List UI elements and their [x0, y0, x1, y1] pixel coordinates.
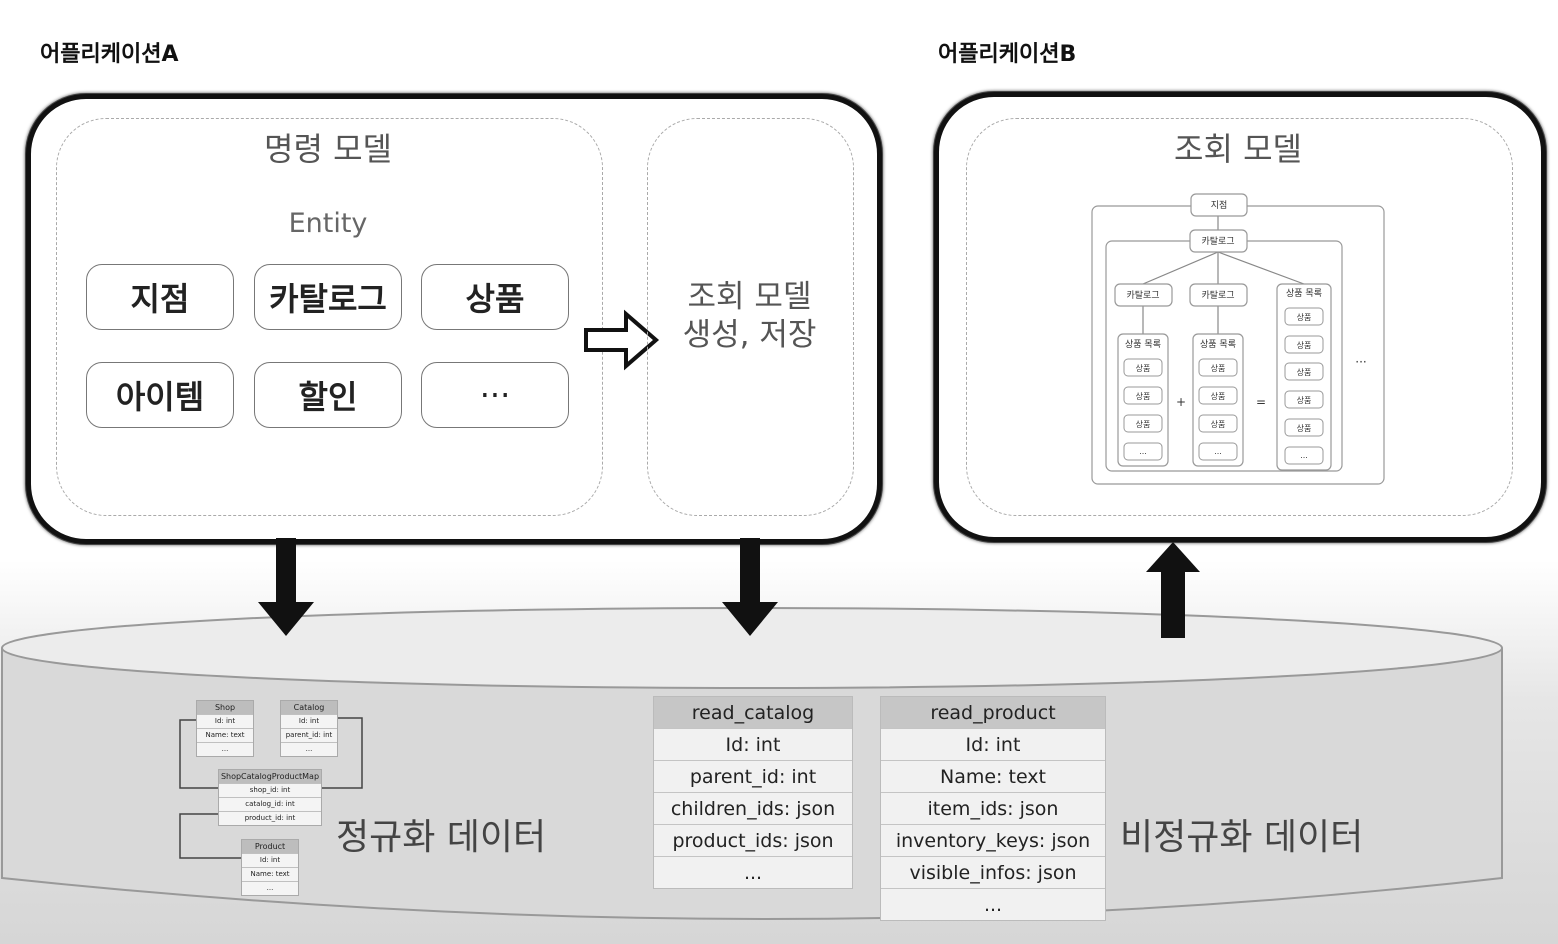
- app-a-title: 어플리케이션A: [40, 42, 179, 67]
- app-b-title: 어플리케이션B: [938, 42, 1077, 67]
- erd-product-row: Id: int: [242, 853, 298, 867]
- erd-shop-table: Shop Id: int Name: text ...: [196, 700, 254, 757]
- tree-merged-list-label: 상품 목록: [1286, 288, 1322, 299]
- erd-shop-row: ...: [197, 742, 253, 756]
- entity-discount: 할인: [254, 362, 402, 428]
- query-model-title: 조회 모델: [1174, 130, 1302, 168]
- erd-map-row: catalog_id: int: [219, 797, 321, 811]
- read-product-table: read_product Id: int Name: text item_ids…: [880, 696, 1106, 921]
- tree-ellipsis: ...: [1300, 451, 1308, 460]
- entity-label: Entity: [288, 208, 368, 239]
- tree-product: 상품: [1211, 419, 1226, 429]
- read-catalog-row: children_ids: json: [654, 792, 852, 824]
- read-catalog-table: read_catalog Id: int parent_id: int chil…: [653, 696, 853, 889]
- read-product-row: Id: int: [881, 728, 1105, 760]
- erd-catalog-row: ...: [281, 742, 337, 756]
- read-product-header: read_product: [881, 697, 1105, 728]
- read-product-row: Name: text: [881, 760, 1105, 792]
- entity-catalog: 카탈로그: [254, 264, 402, 330]
- read-product-row: inventory_keys: json: [881, 824, 1105, 856]
- command-model-panel: [56, 118, 603, 516]
- tree-root-label: 지점: [1211, 199, 1228, 211]
- erd-connectors: [179, 717, 363, 859]
- tree-product: 상품: [1136, 391, 1151, 401]
- read-catalog-row: ...: [654, 856, 852, 888]
- tree-product: 상품: [1297, 340, 1312, 350]
- erd-product-row: Name: text: [242, 867, 298, 881]
- tree-list-2-label: 상품 목록: [1200, 339, 1236, 350]
- right-arrow-icon: [584, 309, 660, 371]
- tree-product: 상품: [1297, 423, 1312, 433]
- tree-product: 상품: [1211, 363, 1226, 373]
- erd-shop-row: Name: text: [197, 728, 253, 742]
- read-catalog-row: product_ids: json: [654, 824, 852, 856]
- query-generation-line1: 조회 모델: [687, 279, 812, 315]
- entity-more: ···: [421, 362, 569, 428]
- read-product-row: visible_infos: json: [881, 856, 1105, 888]
- tree-subcatalog-1: 카탈로그: [1126, 290, 1159, 301]
- read-product-row: ...: [881, 888, 1105, 920]
- read-catalog-header: read_catalog: [654, 697, 852, 728]
- tree-product: 상품: [1136, 419, 1151, 429]
- erd-map-header: ShopCatalogProductMap: [219, 770, 321, 783]
- tree-ellipsis: ...: [1139, 447, 1147, 456]
- tree-subcatalog-2: 카탈로그: [1201, 290, 1234, 301]
- erd-map-row: shop_id: int: [219, 783, 321, 797]
- normalized-data-label: 정규화 데이터: [336, 817, 547, 858]
- query-model-panel: [966, 118, 1513, 516]
- tree-catalog-label: 카탈로그: [1201, 236, 1234, 247]
- erd-product-table: Product Id: int Name: text ...: [241, 839, 299, 896]
- read-product-row: item_ids: json: [881, 792, 1105, 824]
- down-arrow-icon: [722, 538, 778, 636]
- tree-plus: +: [1176, 395, 1186, 409]
- query-model-tree: 지점 카탈로그 카탈로그 카탈로그 상품 목록 상품 목록 상품 목록 상품 상…: [1091, 193, 1385, 485]
- read-catalog-row: parent_id: int: [654, 760, 852, 792]
- app-b-box: [934, 92, 1546, 542]
- erd-product-header: Product: [242, 840, 298, 853]
- command-model-title: 명령 모델: [264, 130, 392, 168]
- query-generation-line2: 생성, 저장: [682, 317, 817, 353]
- up-arrow-icon: [1146, 542, 1200, 638]
- tree-product: 상품: [1297, 367, 1312, 377]
- erd-catalog-row: parent_id: int: [281, 728, 337, 742]
- erd-map-row: product_id: int: [219, 811, 321, 825]
- tree-product: 상품: [1136, 363, 1151, 373]
- erd-catalog-row: Id: int: [281, 714, 337, 728]
- erd-shop-row: Id: int: [197, 714, 253, 728]
- down-arrow-icon: [258, 538, 314, 636]
- tree-product: 상품: [1297, 395, 1312, 405]
- erd-shop-header: Shop: [197, 701, 253, 714]
- tree-product: 상품: [1211, 391, 1226, 401]
- tree-list-1-label: 상품 목록: [1125, 339, 1161, 350]
- entity-branch: 지점: [86, 264, 234, 330]
- query-generation-panel: [647, 118, 854, 516]
- entity-item: 아이템: [86, 362, 234, 428]
- erd-catalog-header: Catalog: [281, 701, 337, 714]
- tree-product: 상품: [1297, 312, 1312, 322]
- erd-map-table: ShopCatalogProductMap shop_id: int catal…: [218, 769, 322, 826]
- erd-catalog-table: Catalog Id: int parent_id: int ...: [280, 700, 338, 757]
- erd-product-row: ...: [242, 881, 298, 895]
- tree-equals: =: [1256, 395, 1266, 409]
- entity-product: 상품: [421, 264, 569, 330]
- read-catalog-row: Id: int: [654, 728, 852, 760]
- denormalized-data-label: 비정규화 데이터: [1120, 817, 1364, 858]
- tree-ellipsis: ...: [1214, 447, 1222, 456]
- tree-outer-ellipsis: ···: [1355, 355, 1366, 369]
